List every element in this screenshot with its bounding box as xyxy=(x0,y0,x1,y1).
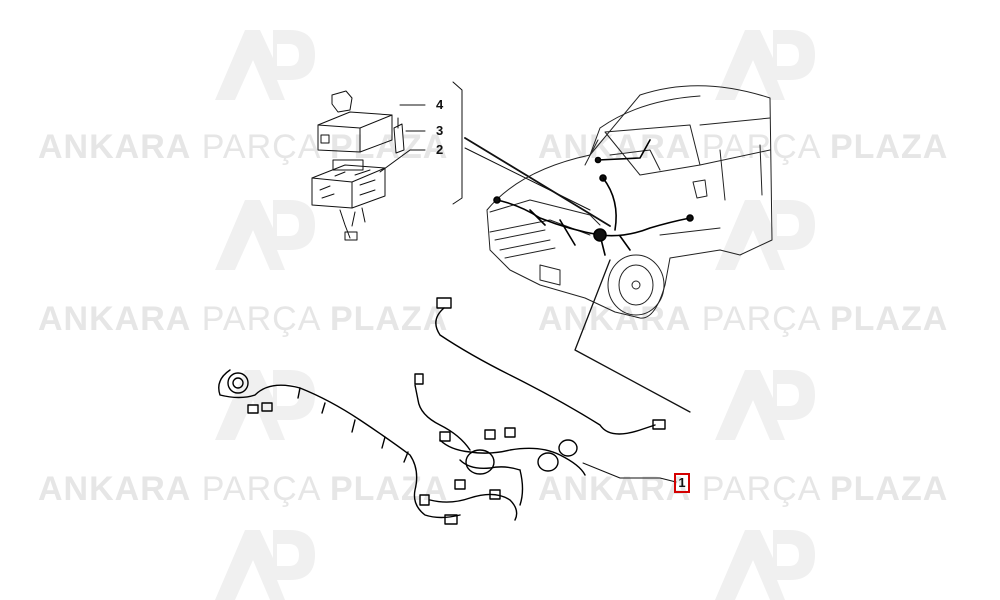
relay-bracket xyxy=(393,117,405,154)
ap-logo-icon xyxy=(215,200,315,270)
callout-label-2: 2 xyxy=(436,142,444,157)
callout-label-3: 3 xyxy=(436,123,444,138)
ap-logo-icon xyxy=(215,30,315,100)
ap-logo-icon xyxy=(715,530,815,600)
fuse-box-cover xyxy=(317,90,393,153)
callout-label-4: 4 xyxy=(436,97,444,112)
ap-logo-icon xyxy=(715,370,815,440)
leader-lines xyxy=(379,81,691,483)
main-wiring-harness xyxy=(218,297,666,525)
ap-logo-icon xyxy=(715,30,815,100)
ap-logo-icon xyxy=(215,530,315,600)
callout-label-1-highlighted[interactable]: 1 xyxy=(674,473,690,493)
ap-logo-icon xyxy=(715,200,815,270)
fuse-box-body xyxy=(311,159,386,241)
vehicle-outline xyxy=(486,85,773,319)
vehicle-harness xyxy=(493,139,694,256)
